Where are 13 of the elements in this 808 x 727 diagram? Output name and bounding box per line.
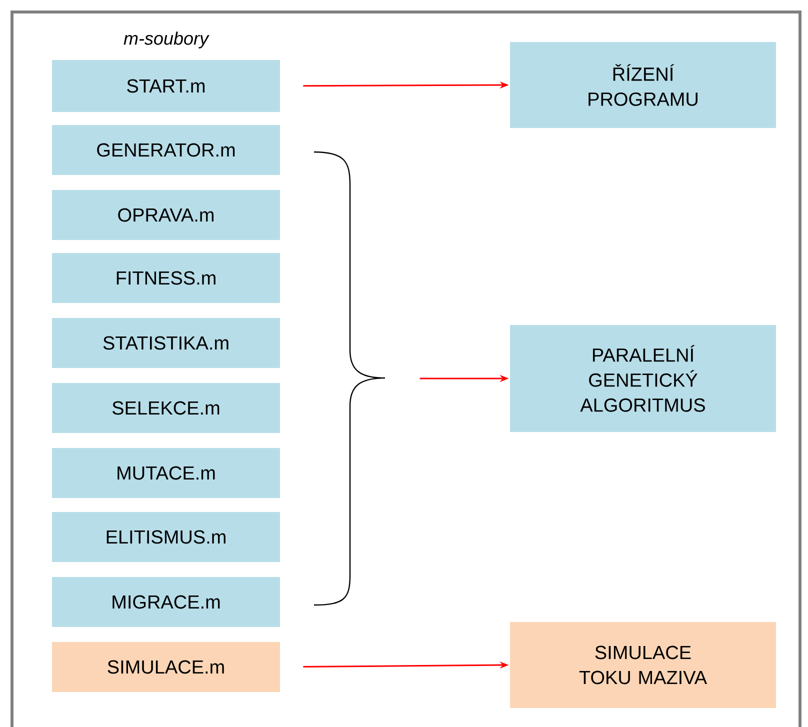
module-box: SIMULACE TOKU MAZIVA xyxy=(510,622,776,708)
file-box: ELITISMUS.m xyxy=(52,512,280,562)
file-box: GENERATOR.m xyxy=(52,125,280,175)
file-box: SELEKCE.m xyxy=(52,383,280,433)
file-box: FITNESS.m xyxy=(52,253,280,303)
module-box: ŘÍZENÍ PROGRAMU xyxy=(510,42,776,128)
file-box: START.m xyxy=(52,60,280,112)
module-box: PARALELNÍ GENETICKÝ ALGORITMUS xyxy=(510,325,776,432)
file-box: OPRAVA.m xyxy=(52,190,280,240)
file-box: MIGRACE.m xyxy=(52,577,280,627)
file-box: MUTACE.m xyxy=(52,448,280,498)
file-box: STATISTIKA.m xyxy=(52,318,280,368)
file-box: SIMULACE.m xyxy=(52,642,280,692)
